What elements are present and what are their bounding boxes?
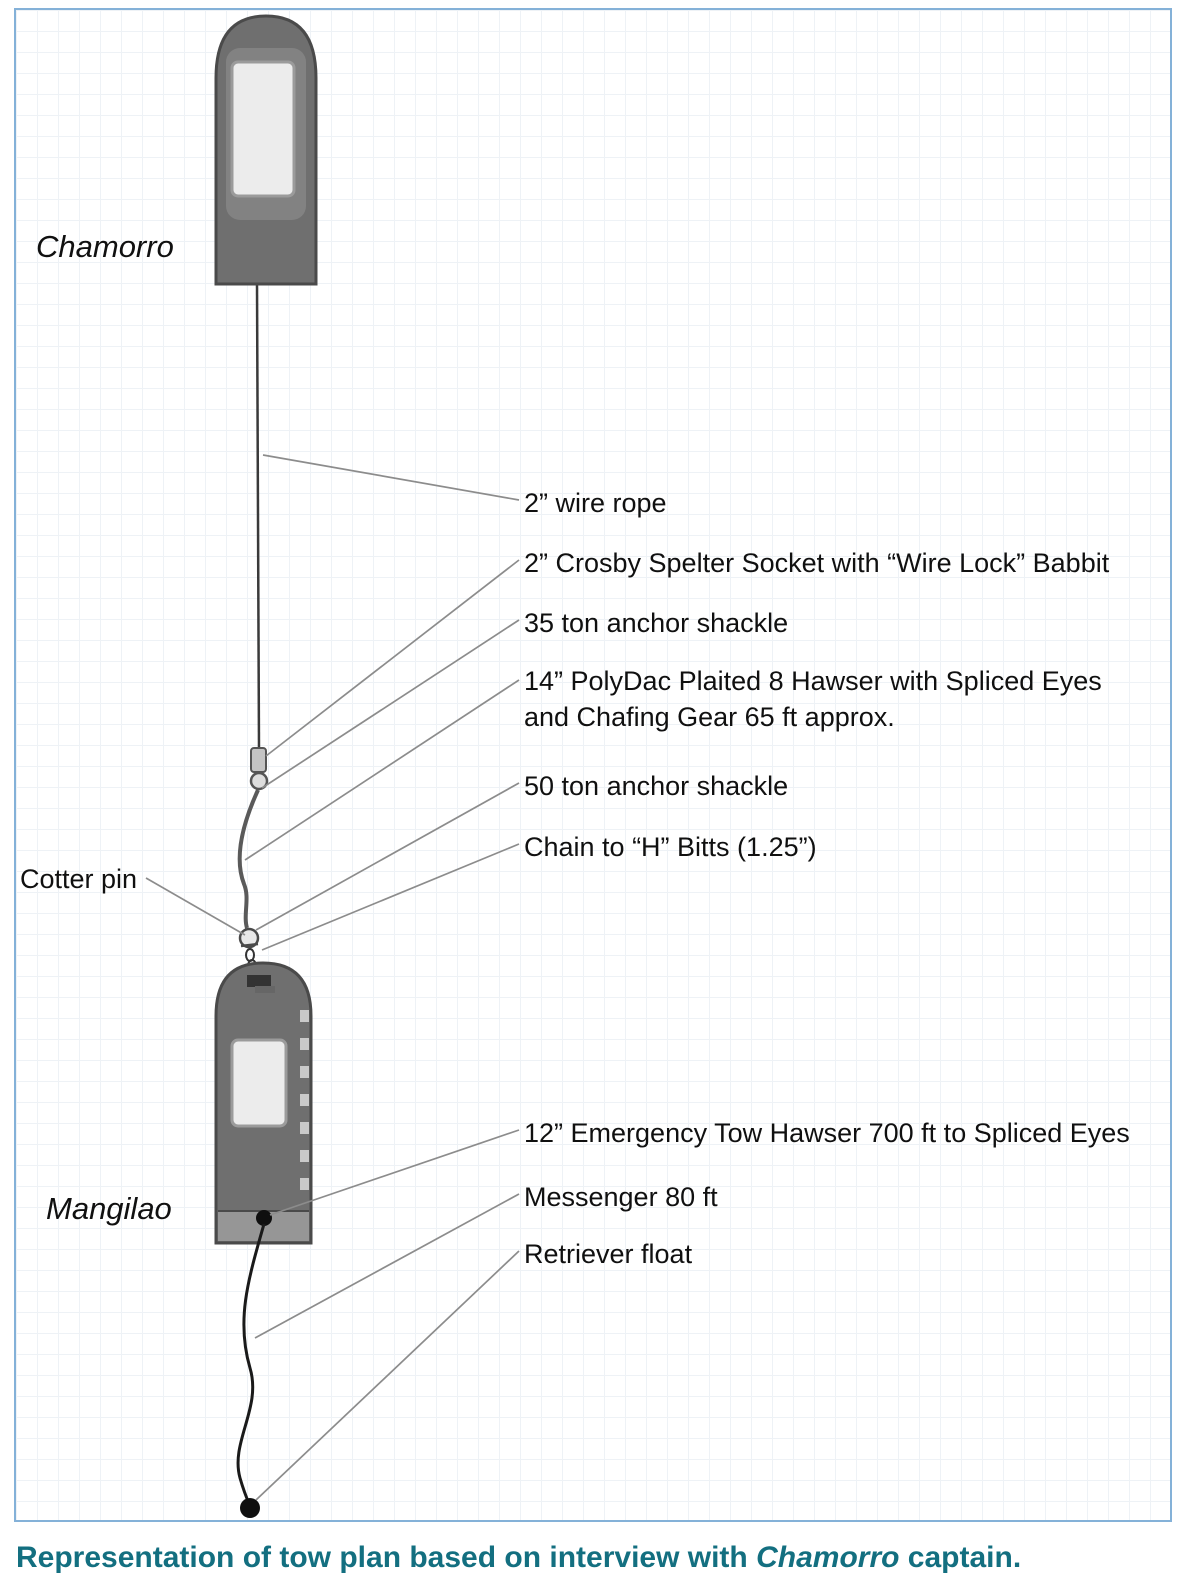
label-emergency-hawser: 12” Emergency Tow Hawser 700 ft to Splic… [524, 1118, 1130, 1148]
barge-mangilao-shape [214, 961, 313, 1245]
figure-caption: Representation of tow plan based on inte… [16, 1538, 1196, 1577]
leader-retriever-float [255, 1250, 520, 1501]
caption-vessel-name: Chamorro [756, 1541, 900, 1574]
tow-wire-line [255, 283, 261, 751]
label-cotter-pin: Cotter pin [20, 864, 138, 894]
caption-prefix: Representation of tow plan based on inte… [16, 1541, 757, 1574]
label-spelter-socket: 2” Crosby Spelter Socket with “Wire Lock… [524, 548, 1110, 578]
leader-shackle-50 [255, 782, 520, 931]
retriever-float-dot [240, 1498, 260, 1518]
barge-hatch [230, 1038, 288, 1128]
label-wire-rope: 2” wire rope [524, 488, 667, 518]
label-chain-bitts: Chain to “H” Bitts (1.25”) [524, 832, 817, 862]
shackle-50-shape [238, 927, 260, 949]
emergency-hawser-eye-dot [256, 1210, 272, 1226]
diagram-frame [14, 8, 1172, 1522]
barge-bitts-base [255, 986, 275, 993]
spelter-socket-shape [250, 747, 267, 773]
caption-suffix: captain. [899, 1541, 1022, 1574]
label-tug-name: Chamorro [36, 229, 174, 264]
leader-messenger [254, 1193, 520, 1339]
tug-chamorro-shape [214, 14, 318, 286]
label-retriever-float: Retriever float [524, 1239, 693, 1269]
messenger-line [236, 1223, 266, 1507]
label-anchor-shackle-35: 35 ton anchor shackle [524, 608, 789, 638]
connection-hardware-upper [249, 747, 269, 791]
leader-spelter-socket [265, 559, 520, 757]
label-polydac-hawser: 14” PolyDac Plaited 8 Hawser with Splice… [524, 666, 1102, 732]
polydac-hawser-curve [237, 789, 260, 929]
tug-wheelhouse-window [230, 60, 296, 198]
leader-cotter-pin [145, 877, 246, 936]
label-barge-name: Mangilao [46, 1191, 172, 1226]
leader-chain-bitts [261, 843, 520, 951]
leader-shackle-35 [261, 619, 520, 789]
leader-emergency-hawser [269, 1129, 520, 1216]
barge-bitts [247, 975, 271, 987]
label-messenger: Messenger 80 ft [524, 1182, 718, 1212]
barge-side-notches [300, 1010, 309, 1190]
leader-wire-rope [262, 454, 520, 501]
label-anchor-shackle-50: 50 ton anchor shackle [524, 771, 789, 801]
leader-polydac-hawser [244, 679, 520, 861]
connection-hardware-lower [238, 927, 260, 973]
shackle-35-shape [249, 771, 269, 791]
shackle-pin [240, 942, 259, 948]
